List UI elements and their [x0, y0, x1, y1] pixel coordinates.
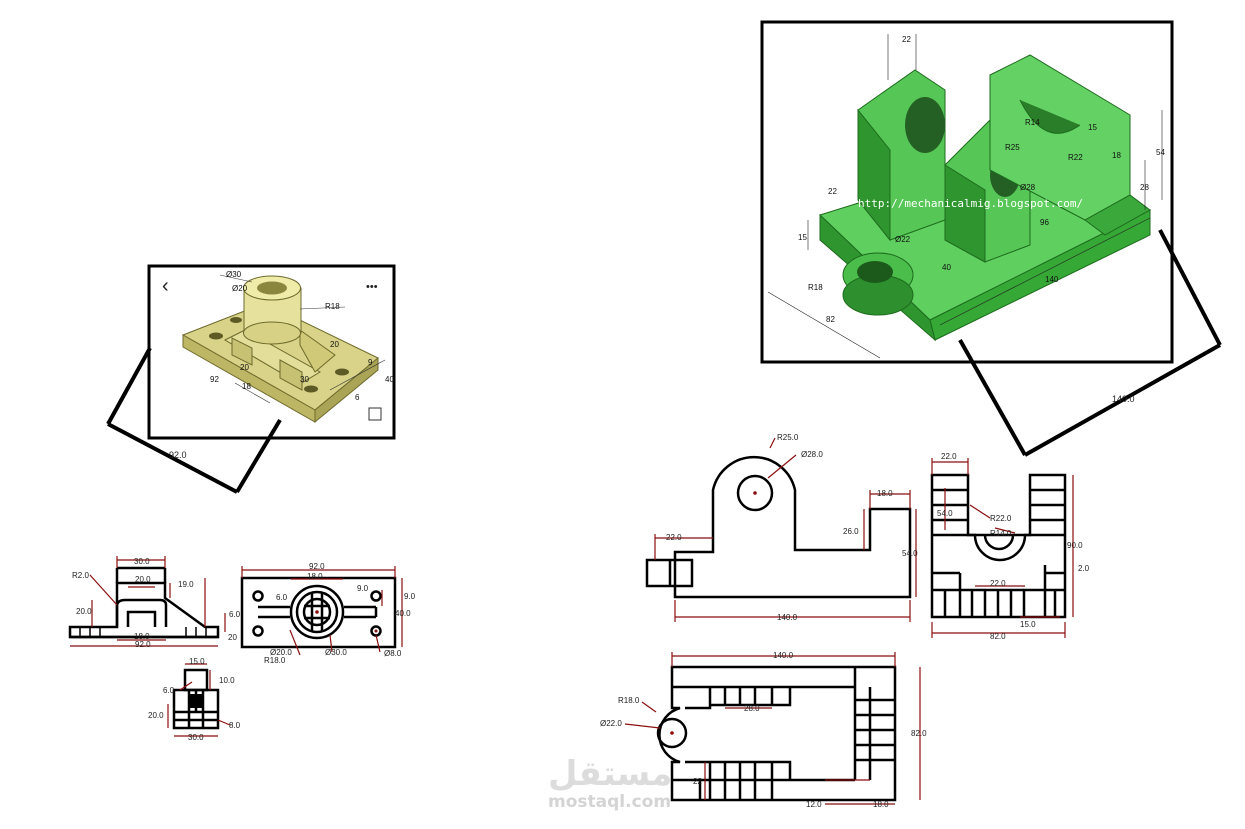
dim-label: 18.0	[134, 632, 150, 641]
dim-label: 26.0	[843, 527, 859, 536]
dim-label: 54.0	[937, 509, 953, 518]
side-view-right: 22.0 54.0 R22.0 R14.0 90.0 22.0 15.0 82.…	[930, 452, 1090, 641]
photo-right-dim: 22	[828, 187, 837, 196]
photo-left-dim: Ø20	[232, 284, 248, 293]
dim-label: 30.0	[188, 733, 204, 742]
photo-left-dim: 40	[385, 375, 394, 384]
top-view-left: 92.0 18.0 6.0 9.0 9.0 40.0 Ø20.0 R18.0 Ø…	[240, 562, 416, 665]
dim-label: 82.0	[990, 632, 1006, 641]
photo-right-dim: 28	[1140, 183, 1149, 192]
dim-label: Ø20.0	[270, 648, 292, 657]
dim-label: 20.0	[135, 575, 151, 584]
photo-left: ‹ ••• Ø30 Ø20 R18 92 18 40 20 20	[147, 264, 396, 440]
dim-label: 18.0	[307, 572, 323, 581]
photo-right-dim: 40	[942, 263, 951, 272]
photo-right: 22 R14 R25 Ø28 18 R22 15 54 28 22 15 Ø22…	[760, 20, 1174, 364]
side-view-left: 15.0 10.0 6.0 20.0 8.0 30.0	[148, 657, 241, 742]
dim-label: Ø8.0	[384, 649, 402, 658]
photo-right-dim: 15	[798, 233, 807, 242]
back-icon[interactable]: ‹	[162, 275, 169, 297]
dim-label: 40.0	[395, 609, 411, 618]
dim-label: 15.0	[189, 657, 205, 666]
dim-label: 20.0	[76, 607, 92, 616]
watermark-arabic: مستقل	[548, 754, 672, 794]
dim-label: 92.0	[169, 450, 187, 460]
dim-label: 140.0	[777, 613, 798, 622]
dim-label: 18.0	[873, 800, 889, 809]
photo-left-dim: 18	[242, 382, 251, 391]
dim-label: 22.0	[941, 452, 957, 461]
dim-label: R14.0	[990, 529, 1012, 538]
dim-label: 54.0	[902, 549, 918, 558]
photo-left-dim: 92	[210, 375, 219, 384]
dim-label: R18.0	[264, 656, 286, 665]
dim-label: Ø28.0	[801, 450, 823, 459]
dim-label: 18.0	[877, 489, 893, 498]
dim-label: 20	[228, 633, 237, 642]
photo-right-dim: 15	[1088, 123, 1097, 132]
dim-label: 140.0	[1112, 394, 1135, 404]
dim-label: 92.0	[309, 562, 325, 571]
photo-right-dim: R22	[1068, 153, 1083, 162]
photo-right-dim: R25	[1005, 143, 1020, 152]
dim-label: 30.0	[134, 557, 150, 566]
dim-label: R25.0	[777, 433, 799, 442]
photo-right-dim: 140	[1045, 275, 1059, 284]
photo-left-dim: 20	[240, 363, 249, 372]
photo-right-dim: 22	[902, 35, 911, 44]
photo-right-dim: R14	[1025, 118, 1040, 127]
dim-label: 15.0	[1020, 620, 1036, 629]
dim-label: 9.0	[357, 584, 369, 593]
dim-label: 19.0	[178, 580, 194, 589]
dim-label: R18.0	[618, 696, 640, 705]
dimension-140-right: 140.0	[958, 229, 1222, 457]
photo-right-dim: Ø28	[1020, 183, 1036, 192]
dim-label: 6.0	[276, 593, 288, 602]
dim-label: Ø30.0	[325, 648, 347, 657]
dim-label: 90.0	[1067, 541, 1083, 550]
more-icon[interactable]: •••	[366, 281, 378, 293]
dim-label: 12.0	[806, 800, 822, 809]
dim-label: 22.0	[990, 579, 1006, 588]
dim-label: 8.0	[229, 721, 241, 730]
photo-left-dim: R18	[325, 302, 340, 311]
zoom-icon[interactable]	[368, 407, 382, 421]
dim-label: 92.0	[135, 640, 151, 649]
dim-label: R2.0	[72, 571, 89, 580]
photo-right-dim: Ø22	[895, 235, 911, 244]
watermark-url: http://mechanicalmig.blogspot.com/	[858, 197, 1083, 210]
dim-label: 28.0	[744, 704, 760, 713]
dim-label: 82.0	[911, 729, 927, 738]
dim-label: 22	[693, 777, 702, 786]
photo-right-dim: 82	[826, 315, 835, 324]
dim-label: 6.0	[163, 686, 175, 695]
photo-left-dim: 6	[355, 393, 360, 402]
dim-label: 22.0	[666, 533, 682, 542]
front-view-right: R25.0 Ø28.0 18.0 26.0 22.0 54.0 140.0	[645, 433, 918, 622]
watermark-latin: mostaql.com	[548, 792, 671, 812]
photo-left-dim: 9	[368, 358, 373, 367]
dim-label: 140.0	[773, 651, 794, 660]
dim-label: 20.0	[148, 711, 164, 720]
photo-right-dim: 96	[1040, 218, 1049, 227]
top-view-right: 140.0 R18.0 Ø22.0 28.0 82.0 22 12.0 18.0	[600, 651, 927, 809]
front-view-left: 30.0 20.0 19.0 R2.0 20.0 18.0 92.0 6.0 2…	[68, 556, 241, 649]
photo-right-dim: R18	[808, 283, 823, 292]
dimension-92-left: 92.0	[106, 347, 282, 494]
dim-label: 2.0	[1078, 564, 1090, 573]
watermark: مستقل mostaql.com	[548, 754, 672, 812]
photo-left-dim: Ø30	[226, 270, 242, 279]
dim-label: 10.0	[219, 676, 235, 685]
dim-label: 9.0	[404, 592, 416, 601]
photo-right-dim: 54	[1156, 148, 1165, 157]
photo-right-dim: 18	[1112, 151, 1121, 160]
photo-left-dim: 30	[300, 375, 309, 384]
dim-label: Ø22.0	[600, 719, 622, 728]
dim-label: R22.0	[990, 514, 1012, 523]
photo-left-dim: 20	[330, 340, 339, 349]
dim-label: 6.0	[229, 610, 241, 619]
